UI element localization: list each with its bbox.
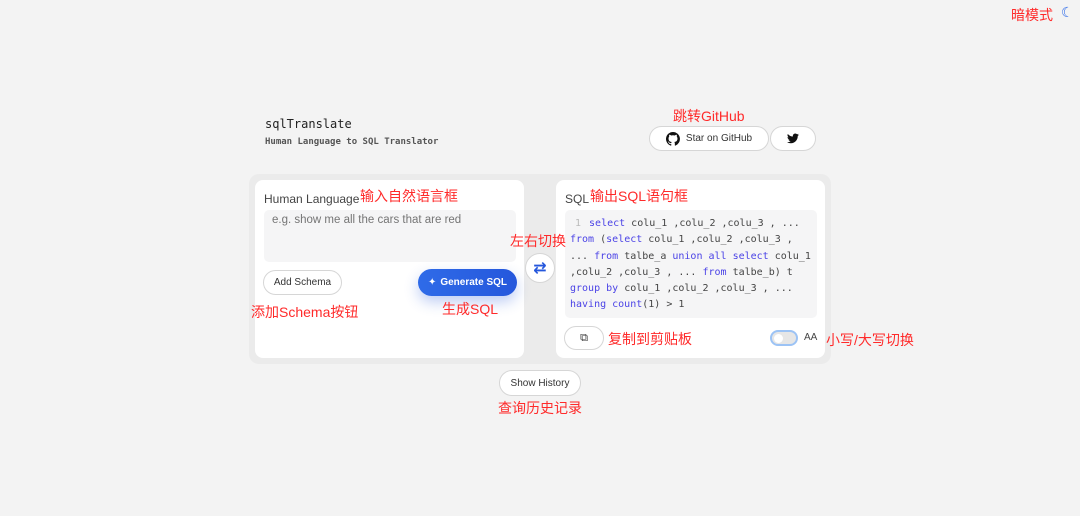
history-label: Show History [510, 377, 570, 389]
code-line: from (select colu_1 ,colu_2 ,colu_3 , [570, 232, 812, 248]
sql-token: talbe_b) t [726, 266, 793, 278]
twitter-icon [787, 133, 799, 144]
twitter-button[interactable] [770, 126, 816, 151]
sql-keyword: select [589, 218, 626, 229]
sparkle-icon: ✦ [427, 277, 437, 288]
sql-token: colu_1 [768, 250, 811, 262]
sql-token: ,colu_2 ,colu_3 , ... [570, 266, 703, 278]
sql-keyword: union all select [672, 250, 769, 262]
add-schema-button[interactable]: Add Schema [263, 270, 342, 295]
sql-token: (1) > 1 [642, 299, 685, 311]
code-line: ... from talbe_a union all select colu_1 [570, 249, 812, 265]
input-label: Human Language [264, 192, 360, 206]
swap-icon: ⇄ [533, 260, 547, 277]
add-schema-label: Add Schema [273, 277, 332, 288]
code-line: group by colu_1 ,colu_2 ,colu_3 , ... [570, 281, 812, 297]
output-panel: SQL 1 select colu_1 ,colu_2 ,colu_3 , ...… [556, 180, 825, 358]
code-line: having count(1) > 1 [570, 297, 812, 313]
generate-label: Generate SQL [440, 277, 508, 288]
sql-token: ( [594, 234, 607, 246]
show-history-button[interactable]: Show History [499, 370, 581, 396]
sql-keyword: select [606, 234, 643, 246]
moon-icon[interactable]: ☾ [1061, 4, 1074, 20]
human-language-input[interactable] [264, 210, 516, 262]
case-label: AA [804, 332, 818, 343]
github-icon [665, 131, 680, 146]
annotation-generate: 生成SQL [442, 301, 499, 317]
dark-mode-label[interactable]: 暗模式 [1011, 7, 1053, 23]
annotation-output: 输出SQL语句框 [590, 188, 689, 204]
annotation-copy: 复制到剪贴板 [608, 331, 692, 347]
swap-button[interactable]: ⇄ [525, 253, 555, 283]
sql-keyword: from [570, 234, 595, 246]
output-label: SQL [565, 192, 590, 206]
sql-token: talbe_a [618, 250, 673, 262]
sql-keyword: having count [570, 299, 643, 311]
generate-sql-button[interactable]: ✦Generate SQL [418, 269, 517, 296]
annotation-github: 跳转GitHub [673, 108, 745, 124]
sql-keyword: from [702, 266, 727, 278]
annotation-history: 查询历史记录 [498, 400, 582, 416]
line-number: 1 [575, 218, 582, 229]
sql-token: colu_1 ,colu_2 ,colu_3 , ... [618, 283, 793, 295]
sql-keyword: from [594, 250, 619, 262]
input-panel: Human Language Add Schema ✦Generate SQL [255, 180, 524, 358]
copy-button[interactable]: ⧉ [564, 326, 604, 350]
app-title: sqlTranslate [265, 117, 352, 131]
sql-token: colu_1 ,colu_2 ,colu_3 , [642, 234, 793, 246]
github-label: Star on GitHub [685, 133, 753, 144]
sql-keyword: group by [570, 283, 619, 295]
sql-token: ... [570, 250, 595, 262]
annotation-add-schema: 添加Schema按钮 [251, 304, 359, 320]
annotation-case: 小写/大写切换 [826, 332, 914, 348]
case-toggle[interactable] [770, 330, 798, 346]
annotation-swap: 左右切换 [510, 233, 566, 249]
sql-token: colu_1 ,colu_2 ,colu_3 , ... [625, 218, 800, 229]
app-subtitle: Human Language to SQL Translator [265, 137, 439, 147]
github-button[interactable]: Star on GitHub [649, 126, 769, 151]
code-line: 1 select colu_1 ,colu_2 ,colu_3 , ... [570, 216, 812, 232]
copy-icon: ⧉ [580, 331, 588, 344]
annotation-input: 输入自然语言框 [360, 188, 458, 204]
code-line: ,colu_2 ,colu_3 , ... from talbe_b) t [570, 265, 812, 281]
